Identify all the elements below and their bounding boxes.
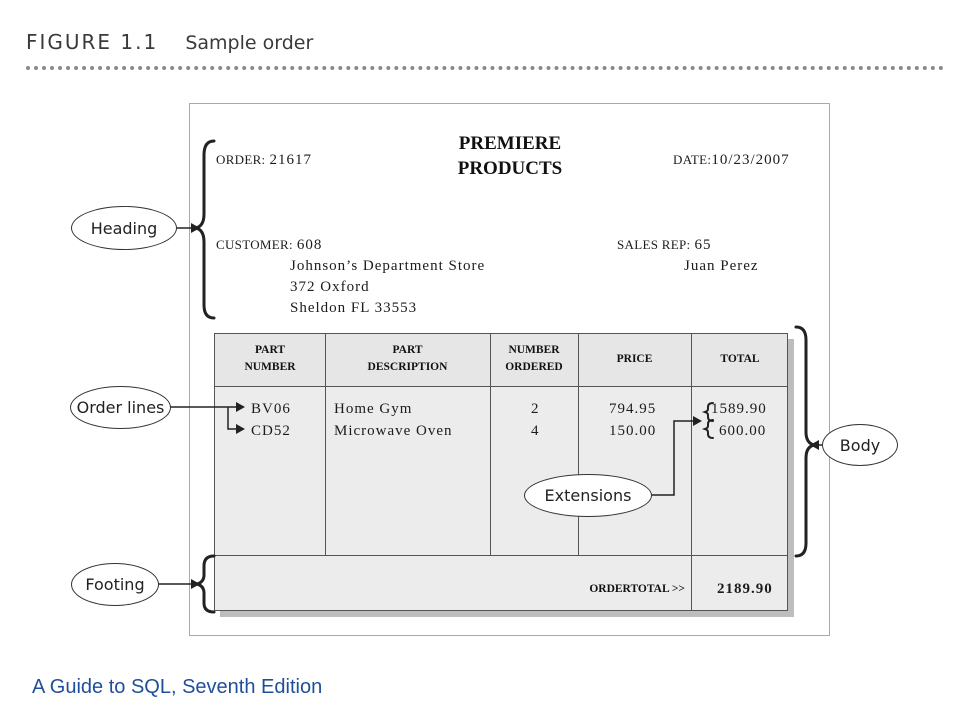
date-field: DATE:10/23/2007 <box>673 151 790 169</box>
customer-name: Johnson’s Department Store <box>290 258 486 274</box>
customer-field: CUSTOMER: 608 <box>216 236 322 254</box>
footing-callout: Footing <box>71 563 159 606</box>
body-callout-label: Body <box>839 435 881 455</box>
header-price: PRICE <box>578 351 691 368</box>
footing-divider <box>215 555 787 556</box>
figure-label: FIGURE 1.1 <box>26 30 159 54</box>
header-text: PART <box>254 344 286 356</box>
row2-ordered: 4 <box>531 423 540 439</box>
header-text: PART <box>392 344 423 356</box>
heading-callout: Heading <box>71 206 177 250</box>
row1-description: Home Gym <box>334 401 413 417</box>
header-text: NUMBER <box>508 344 560 356</box>
header-number-ordered: NUMBER ORDERED <box>490 342 578 376</box>
customer-street: 372 Oxford <box>290 279 370 295</box>
extensions-callout-label: Extensions <box>544 486 632 505</box>
header-text: PRICE <box>616 353 653 365</box>
customer-city: Sheldon FL 33553 <box>290 300 418 316</box>
row2-price: 150.00 <box>609 423 657 439</box>
date-value: 10/23/2007 <box>711 152 790 168</box>
arrowhead <box>236 402 245 412</box>
heading-callout-label: Heading <box>90 218 158 238</box>
customer-number: 608 <box>296 237 323 253</box>
extension-brace <box>701 402 714 422</box>
header-text: TOTAL <box>720 353 760 365</box>
order-label: ORDER: <box>216 152 266 167</box>
company-name-line2: PRODUCTS <box>457 158 563 179</box>
order-lines-callout: Order lines <box>70 386 171 429</box>
header-part-description: PART DESCRIPTION <box>325 342 490 376</box>
row1-part: BV06 <box>251 401 291 417</box>
extensions-connector <box>651 420 694 496</box>
row1-total: 1589.90 <box>711 401 767 417</box>
header-text: NUMBER <box>244 361 296 373</box>
body-callout: Body <box>822 424 898 466</box>
sales-rep-field: SALES REP: 65 <box>617 236 711 254</box>
header-text: DESCRIPTION <box>367 361 448 373</box>
row2-total: 600.00 <box>719 423 767 439</box>
row2-description: Microwave Oven <box>334 423 453 439</box>
arrowhead <box>191 579 200 589</box>
column-divider <box>691 334 692 610</box>
order-table: PART NUMBER PART DESCRIPTION NUMBER ORDE… <box>214 333 788 611</box>
company-name: PREMIERE PRODUCTS <box>440 131 580 181</box>
column-divider <box>325 334 326 555</box>
order-number: 21617 <box>269 152 312 168</box>
order-number-field: ORDER: 21617 <box>216 151 312 169</box>
arrowhead <box>810 440 819 450</box>
sales-rep-name: Juan Perez <box>684 258 759 274</box>
company-name-line1: PREMIERE <box>458 133 562 154</box>
figure-caption: Sample order <box>185 32 314 54</box>
sales-rep-label: SALES REP: <box>617 237 691 252</box>
order-total-value: 2189.90 <box>717 581 773 597</box>
row2-part: CD52 <box>251 423 291 439</box>
body-brace <box>794 325 815 558</box>
footing-callout-label: Footing <box>85 575 145 594</box>
date-label: DATE: <box>673 152 712 167</box>
extensions-callout: Extensions <box>524 474 652 517</box>
order-lines-callout-label: Order lines <box>76 398 165 417</box>
arrowhead <box>693 416 702 426</box>
figure-header: FIGURE 1.1 Sample order <box>26 30 313 54</box>
customer-label: CUSTOMER: <box>216 237 293 252</box>
header-total: TOTAL <box>691 351 789 368</box>
column-divider <box>490 334 491 555</box>
header-text: ORDERED <box>505 361 563 373</box>
extension-brace <box>701 419 714 439</box>
arrowhead <box>236 424 245 434</box>
dotted-divider <box>26 66 944 70</box>
order-lines-connector <box>227 407 236 430</box>
row1-price: 794.95 <box>609 401 657 417</box>
arrowhead <box>191 223 200 233</box>
row1-ordered: 2 <box>531 401 540 417</box>
header-part-number: PART NUMBER <box>215 342 325 376</box>
heading-brace <box>195 139 216 320</box>
column-divider <box>578 334 579 555</box>
order-total-label: ORDERTOTAL >> <box>589 583 685 595</box>
source-credit: A Guide to SQL, Seventh Edition <box>32 676 323 698</box>
sales-rep-number: 65 <box>694 237 712 253</box>
